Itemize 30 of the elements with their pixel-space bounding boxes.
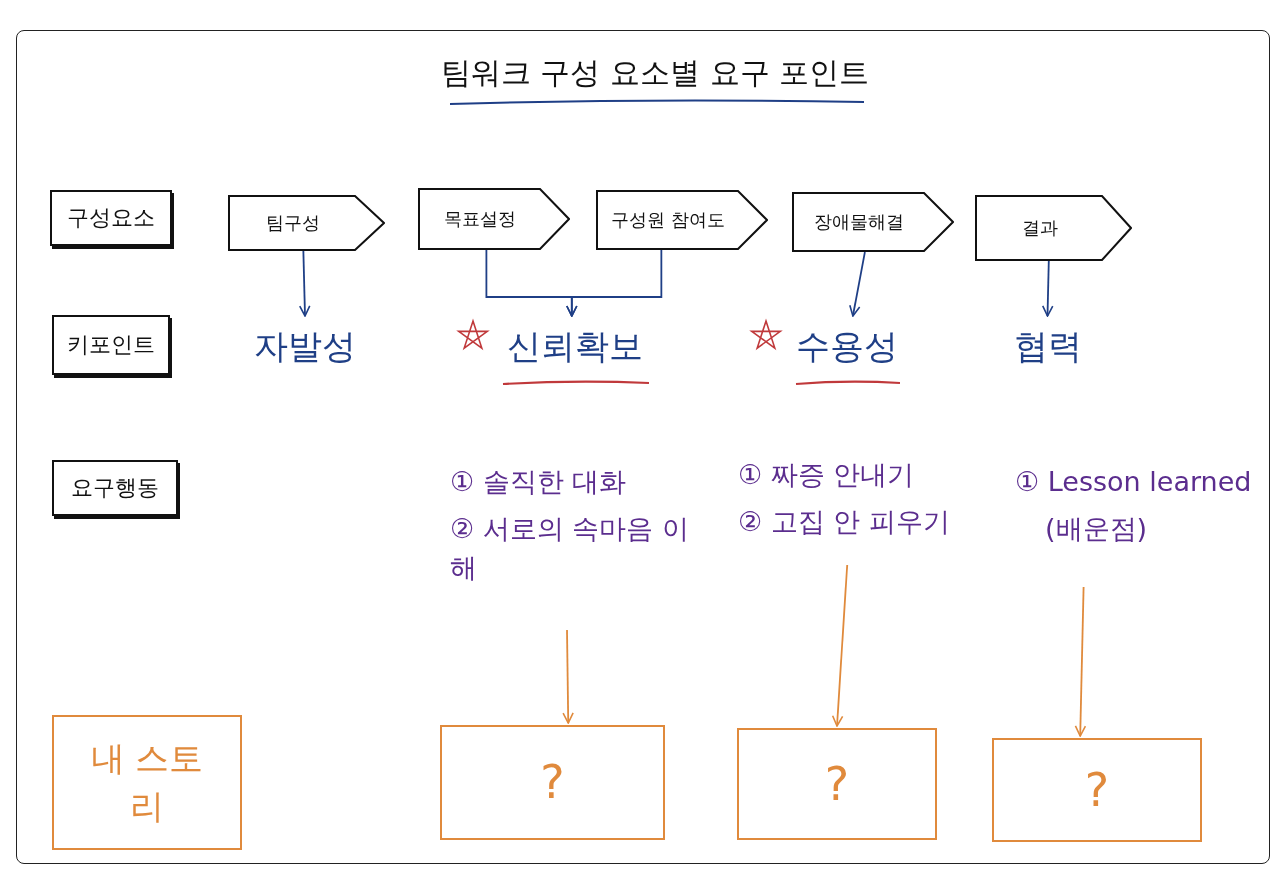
chevron-box: 목표설정 (418, 188, 570, 250)
action-item: (배운점) (1044, 512, 1149, 547)
key-point-text: 협력 (995, 318, 1100, 376)
title: 팀워크 구성 요소별 요구 포인트 (439, 53, 871, 92)
row-label-box: 키포인트 (52, 315, 170, 375)
arrow (1074, 586, 1087, 737)
question-box: ? (440, 725, 665, 840)
story-box: 내 스토리 (52, 715, 242, 850)
question-box: ? (737, 728, 937, 840)
action-item: ① Lesson learned (1015, 465, 1253, 499)
action-item: ① 솔직한 대화 (450, 465, 628, 499)
key-point-text: 수용성 (788, 318, 906, 376)
action-item: ② 서로의 속마음 이해 (450, 512, 690, 586)
arrow (562, 629, 574, 724)
arrow (1041, 260, 1054, 317)
row-label-box: 구성요소 (50, 190, 172, 246)
arrow (566, 249, 663, 317)
chevron-box: 장애물해결 (792, 192, 954, 252)
arrow (298, 250, 311, 317)
action-item: ① 짜증 안내기 (738, 458, 916, 492)
key-point-text: 자발성 (238, 318, 372, 376)
arrow (831, 564, 849, 727)
chevron-box: 구성원 참여도 (596, 190, 768, 250)
question-box: ? (992, 738, 1202, 842)
chevron-box: 팀구성 (228, 195, 385, 251)
key-point-text: 신뢰확보 (495, 318, 655, 376)
chevron-box: 결과 (975, 195, 1132, 261)
row-label-box: 요구행동 (52, 460, 178, 516)
arrow (849, 251, 866, 317)
action-item: ② 고집 안 피우기 (738, 505, 951, 540)
